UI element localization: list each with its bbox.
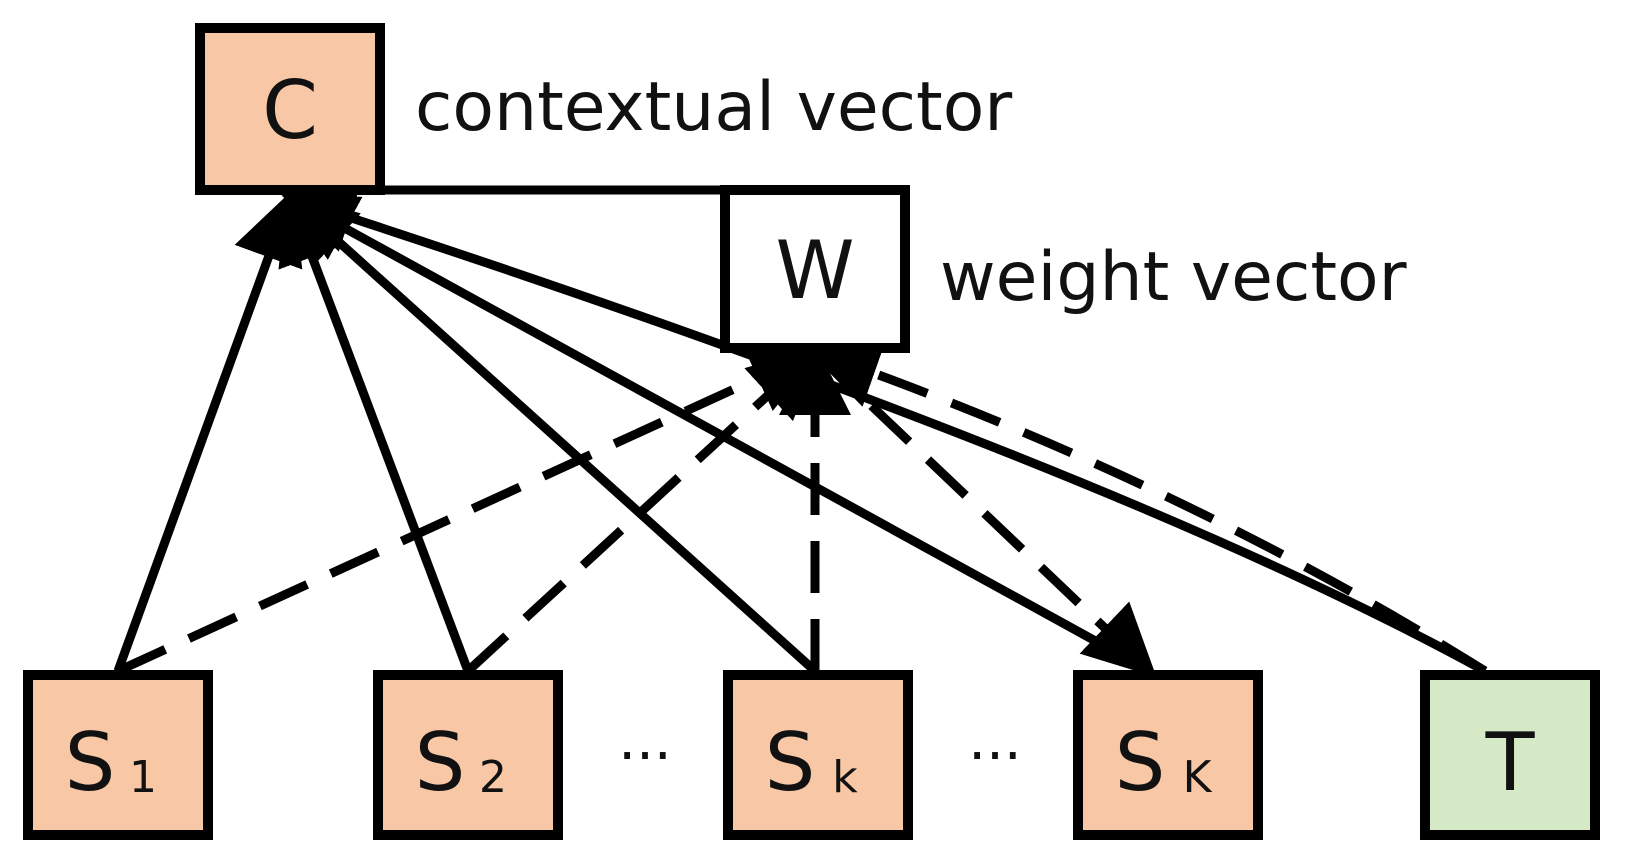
sk-label: S xyxy=(765,716,816,809)
weight-box xyxy=(720,185,910,353)
edge-sk-to-context xyxy=(283,191,819,675)
edge-s1-to-weight xyxy=(116,345,824,676)
edges-layer xyxy=(113,183,1488,678)
source-node-s1[interactable]: S 1 xyxy=(23,670,213,840)
s1-label: S xyxy=(65,716,116,809)
s1-subscript: 1 xyxy=(129,752,157,803)
sK-box xyxy=(1073,670,1263,840)
sK-subscript: K xyxy=(1183,752,1213,803)
context-node[interactable]: C xyxy=(195,23,385,195)
context-caption: contextual vector xyxy=(415,68,1012,147)
s2-box xyxy=(373,670,563,840)
edge-s2-to-weight xyxy=(464,345,822,675)
weight-node[interactable]: W xyxy=(720,185,910,353)
target-box xyxy=(1420,670,1600,840)
s2-subscript: 2 xyxy=(479,752,507,803)
source-node-s2[interactable]: S 2 xyxy=(373,670,563,840)
ellipsis-right: ··· xyxy=(968,724,1021,789)
sK-label: S xyxy=(1115,716,1166,809)
ellipsis-left: ··· xyxy=(618,724,671,789)
target-label: T xyxy=(1485,716,1536,809)
source-node-sk[interactable]: S k xyxy=(723,670,913,840)
source-node-sK[interactable]: S K xyxy=(1073,670,1263,840)
target-node[interactable]: T xyxy=(1420,670,1600,840)
s2-label: S xyxy=(415,716,466,809)
edge-target-to-context xyxy=(281,183,1488,675)
context-box xyxy=(195,23,385,195)
sk-box xyxy=(723,670,913,840)
weight-label: W xyxy=(775,224,854,317)
sk-subscript: k xyxy=(832,752,858,803)
weight-caption: weight vector xyxy=(940,238,1407,317)
s1-box xyxy=(23,670,213,840)
context-label: C xyxy=(262,64,318,157)
edge-target-to-weight xyxy=(806,338,1488,675)
edge-s1-to-context xyxy=(113,189,303,673)
edge-s2-to-context xyxy=(278,189,473,673)
